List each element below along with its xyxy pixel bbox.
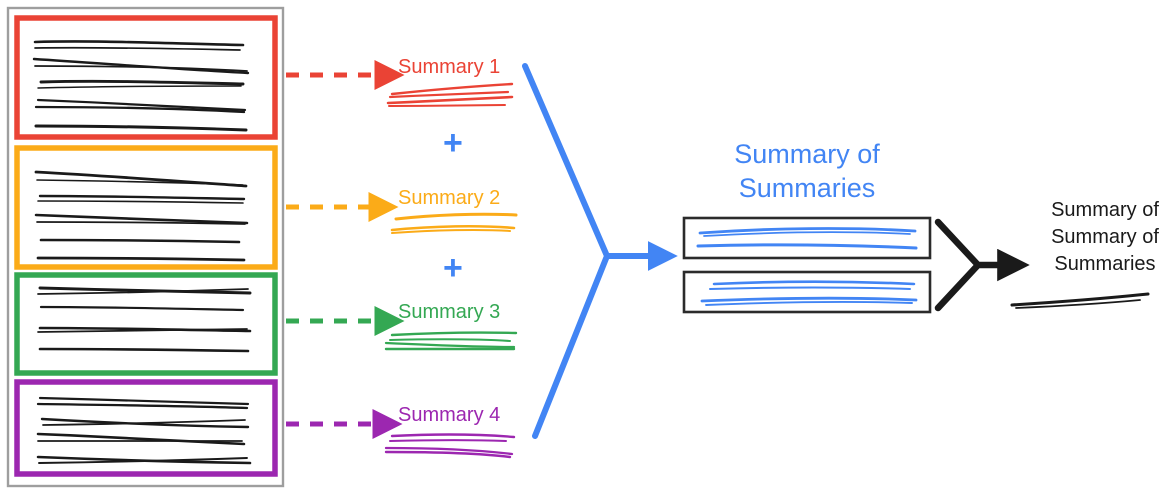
doc-group-3-lines (37, 286, 252, 353)
doc-group-1-lines (32, 40, 250, 132)
doc-group-2-box[interactable] (14, 145, 278, 270)
summary-2-label: Summary 2 (398, 187, 501, 209)
blue-merge-arrow (522, 63, 655, 439)
plus-operator-1: + (443, 124, 463, 162)
summary-2-scribble (390, 212, 518, 234)
sos-box-2-lines (700, 280, 918, 306)
summary-1-label: Summary 1 (398, 56, 501, 78)
summary-3-label: Summary 3 (398, 301, 501, 323)
sos-box-1-lines (696, 227, 918, 250)
sos-box-1[interactable] (682, 216, 932, 260)
doc-group-4-lines (36, 396, 252, 465)
final-scribble (1010, 292, 1150, 309)
plus-operator-2: + (443, 249, 463, 287)
document-stack-frame (6, 6, 285, 488)
summary-of-summaries-title: Summary of Summaries (734, 139, 880, 203)
doc-group-2-lines (34, 170, 249, 262)
black-merge-arrow (934, 218, 1005, 312)
final-output-label: Summary of Summary of Summaries (1051, 199, 1159, 275)
summary-1-scribble (386, 82, 514, 107)
summary-4-label: Summary 4 (398, 404, 501, 426)
sos-box-2[interactable] (682, 270, 932, 314)
doc-group-1-box[interactable] (14, 15, 278, 140)
summary-4-scribble (384, 433, 516, 459)
summary-3-scribble (384, 331, 518, 351)
